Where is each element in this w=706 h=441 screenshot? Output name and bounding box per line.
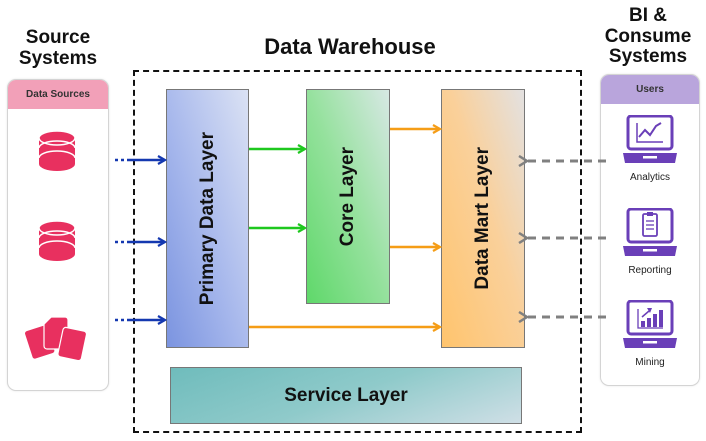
bi-item-reporting[interactable]: Reporting: [601, 207, 699, 276]
bi-item-mining[interactable]: Mining: [601, 299, 699, 368]
analytics-laptop-icon: [623, 114, 677, 163]
data-sources-header: Data Sources: [8, 80, 108, 109]
data-mart-layer[interactable]: Data Mart Layer: [441, 89, 525, 348]
source-item-1: [8, 130, 106, 177]
data-warehouse-heading: Data Warehouse: [264, 34, 436, 59]
reporting-laptop-icon: [623, 207, 677, 256]
service-layer-label: Service Layer: [284, 384, 408, 406]
users-header: Users: [601, 75, 699, 104]
source-systems-heading: Source Systems: [18, 27, 98, 69]
bi-item-analytics[interactable]: Analytics: [601, 114, 699, 183]
database-icon: [38, 130, 76, 171]
core-layer[interactable]: Core Layer: [306, 89, 390, 304]
database-icon: [38, 220, 76, 261]
source-item-3: [8, 315, 106, 368]
reporting-label: Reporting: [628, 265, 672, 276]
mining-label: Mining: [635, 357, 665, 368]
data-warehouse-boundary: [133, 70, 582, 433]
documents-icon: [23, 316, 88, 362]
mining-laptop-icon: [623, 299, 677, 348]
primary-data-layer[interactable]: Primary Data Layer: [166, 89, 249, 348]
users-panel: Users Analytics Reporting: [600, 74, 700, 386]
bi-consume-heading: BI & Consume Systems: [604, 5, 692, 68]
service-layer[interactable]: Service Layer: [170, 367, 522, 424]
source-item-2: [8, 220, 106, 267]
analytics-label: Analytics: [629, 172, 670, 183]
data-sources-panel: Data Sources: [7, 79, 109, 391]
